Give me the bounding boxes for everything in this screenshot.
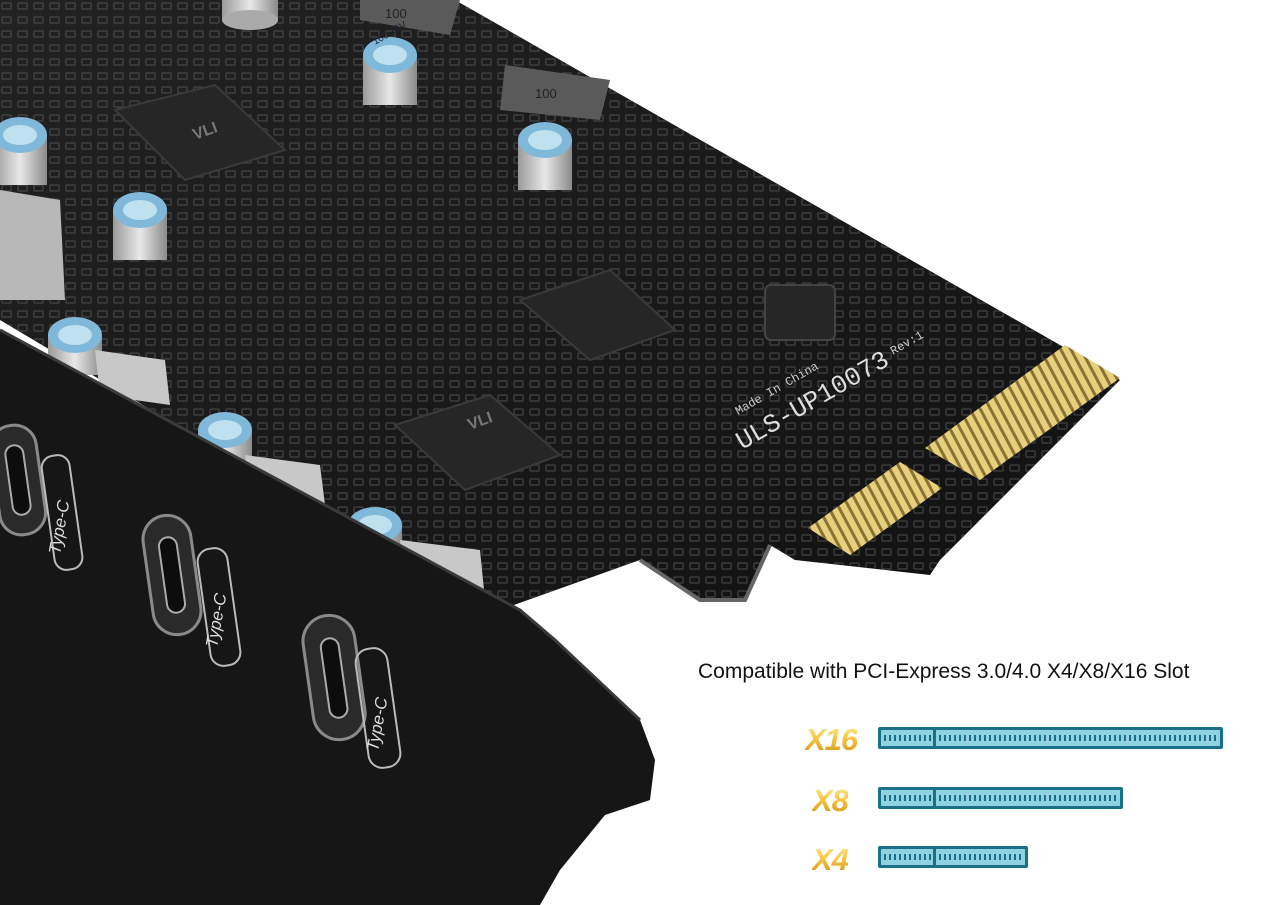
slot-x16-key	[933, 727, 936, 749]
controller-chip-middle: VLI	[393, 393, 562, 492]
inductor-1: 100	[360, 0, 460, 35]
slot-x4-graphic	[878, 846, 1028, 868]
slot-x4-pins	[884, 854, 1022, 860]
slot-x16-pins	[884, 735, 1217, 741]
slot-x8-graphic	[878, 787, 1123, 809]
capacitors: 100 16V	[0, 0, 572, 565]
usb-c-port-1: Type-C	[0, 423, 84, 571]
compatibility-caption: Compatible with PCI-Express 3.0/4.0 X4/X…	[698, 660, 1190, 683]
slot-x4-key	[933, 846, 936, 868]
power-ic	[764, 284, 836, 341]
controller-chip-right	[518, 268, 677, 362]
controller-chip-top: VLI	[113, 83, 287, 182]
inductor-2: 100	[500, 65, 610, 120]
slot-x16-graphic	[878, 727, 1223, 749]
inductor-marking-1: 100	[385, 6, 407, 21]
slot-label-x4: X4	[812, 842, 849, 877]
slot-x8-key	[933, 787, 936, 809]
slot-x8-pins	[884, 795, 1117, 801]
inductor-marking-2: 100	[535, 86, 557, 101]
slot-label-x16: X16	[805, 722, 858, 757]
slot-label-x8: X8	[812, 783, 849, 818]
gold-edge-connector	[808, 345, 1120, 555]
